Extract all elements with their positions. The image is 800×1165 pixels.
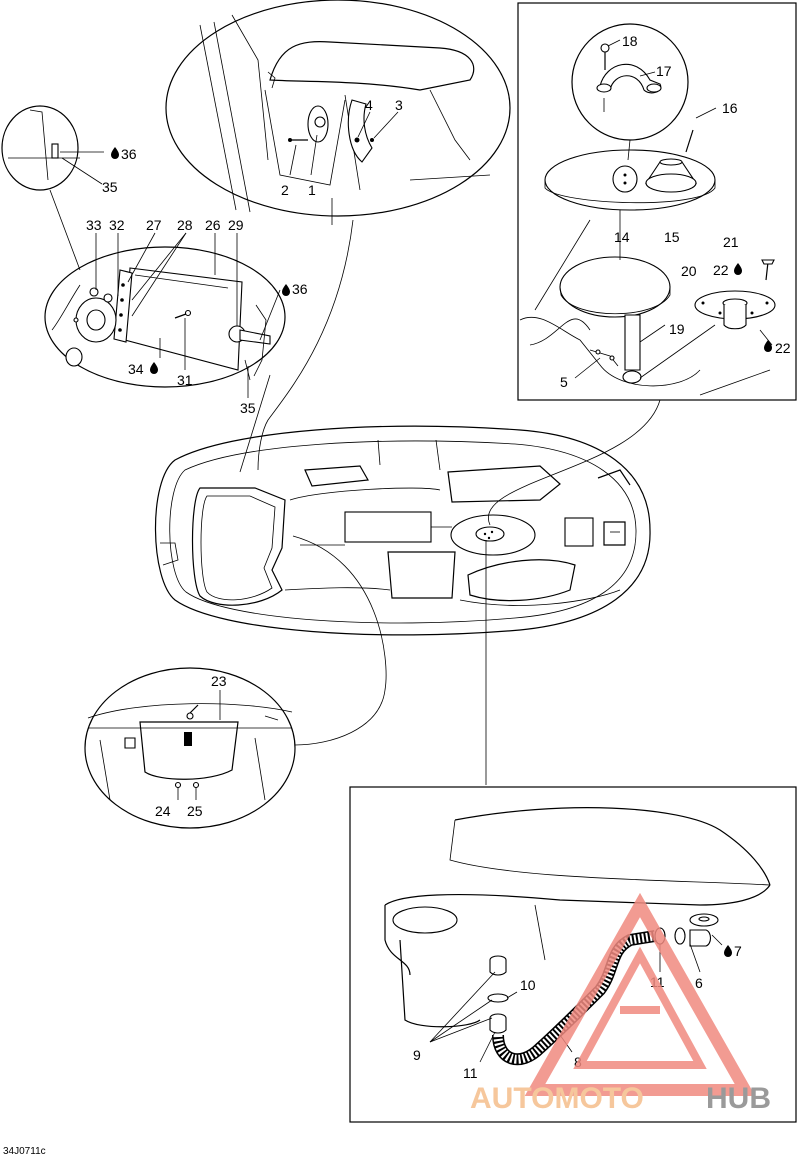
callout-17: 17 (656, 63, 672, 79)
callout-11b: 11 (463, 1065, 478, 1081)
lubricant-drop-icon (724, 945, 732, 957)
watermark-text-hub: HUB (706, 1082, 771, 1115)
callout-4: 4 (365, 97, 373, 113)
callout-24: 24 (155, 803, 171, 819)
lubricant-drop-icon (734, 263, 742, 275)
callout-20: 20 (681, 263, 697, 279)
callout-7: 7 (734, 943, 742, 959)
callout-19: 19 (669, 321, 685, 337)
lubricant-drop-icon (282, 284, 290, 296)
callout-26: 26 (205, 217, 221, 233)
callout-22b: 22 (775, 340, 791, 356)
lubricant-drop-icon (150, 362, 158, 374)
callout-5: 5 (560, 374, 568, 390)
callout-3: 3 (395, 97, 403, 113)
callout-34: 34 (128, 361, 144, 377)
callout-27: 27 (146, 217, 162, 233)
table-detail (517, 2, 797, 401)
callout-14: 14 (614, 229, 630, 245)
lubricant-drop-icon (764, 340, 772, 352)
watermark-logo (524, 892, 756, 1096)
callout-35b: 35 (240, 400, 256, 416)
callout-28: 28 (177, 217, 193, 233)
callout-36b: 36 (292, 281, 308, 297)
callout-29: 29 (228, 217, 244, 233)
callout-35a: 35 (102, 179, 118, 195)
callout-1: 1 (308, 182, 316, 198)
callout-15: 15 (664, 229, 680, 245)
callout-33: 33 (86, 217, 102, 233)
storage-net-detail (84, 667, 296, 829)
watermark-text-automoto: AUTOMOTO (470, 1082, 644, 1115)
callout-25: 25 (187, 803, 203, 819)
callout-36a: 36 (121, 146, 137, 162)
callout-21: 21 (723, 234, 739, 250)
callout-10: 10 (520, 977, 536, 993)
callout-18: 18 (622, 33, 638, 49)
callout-2: 2 (281, 182, 289, 198)
callout-9: 9 (413, 1047, 421, 1063)
lid-hinge-detail (1, 105, 286, 473)
callout-32: 32 (109, 217, 125, 233)
diagram-reference: 34J0711c (3, 1146, 46, 1157)
callout-6: 6 (695, 975, 703, 991)
callout-31: 31 (177, 372, 193, 388)
callout-23: 23 (211, 673, 227, 689)
callout-22a: 22 (713, 262, 729, 278)
latch-detail (165, 0, 511, 225)
callout-16: 16 (722, 100, 738, 116)
boat-deck-overview (154, 219, 661, 785)
lubricant-drop-icon (111, 147, 119, 159)
